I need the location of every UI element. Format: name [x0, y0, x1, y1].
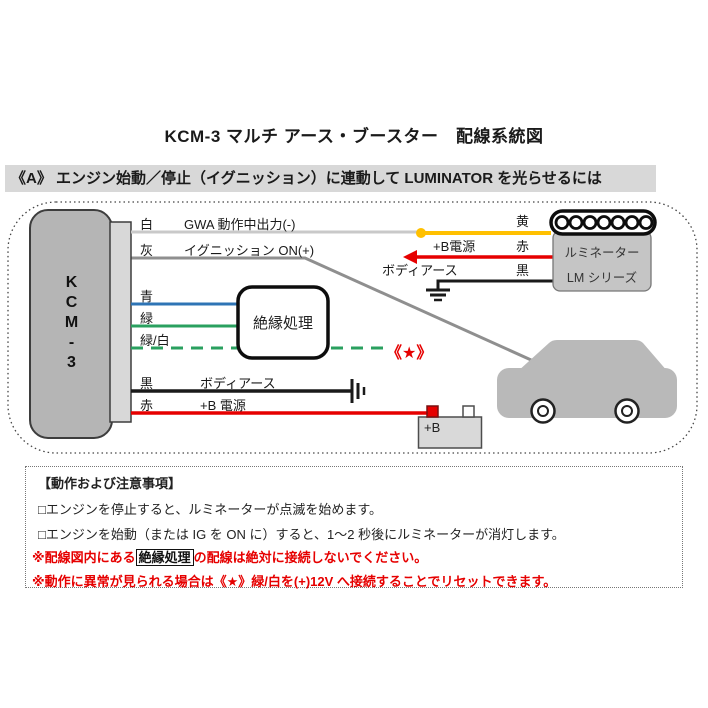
ground-symbol-right [426, 288, 450, 302]
note-item-2: □エンジンを始動（または IG を ON に）すると、1～2 秒後にルミネーター… [38, 527, 565, 542]
notes-heading: 【動作および注意事項】 [38, 476, 182, 491]
kcm3-connector [109, 221, 132, 423]
luminator-series: LM シリーズ [566, 271, 638, 285]
wire-gray-ignition [131, 256, 541, 366]
insulation-box-label: 絶縁処理 [252, 315, 313, 332]
warning-1-boxed-term: 絶縁処理 [135, 549, 194, 566]
warning-1-suffix: の配線は絶対に接続しないでください。 [193, 550, 428, 565]
wire-lum-black [436, 279, 553, 289]
car-illustration [497, 340, 677, 424]
wire-label-lum-red: 赤 [516, 239, 530, 254]
yellow-splice-dot [416, 228, 426, 238]
wire-label-white: 白 [140, 217, 154, 232]
wire-desc-black: ボディアース [200, 376, 276, 391]
wire-label-gray: 灰 [140, 243, 154, 258]
wire-desc-white: GWA 動作中出力(-) [184, 217, 296, 232]
notes-panel: 【動作および注意事項】 □エンジンを停止すると、ルミネーターが点滅を始めます。 … [25, 466, 683, 589]
led-circles [554, 215, 654, 230]
wire-desc-lum-red: +B電源 [433, 239, 476, 254]
wire-label-red: 赤 [140, 398, 154, 413]
wire-label-black: 黒 [140, 376, 154, 391]
wire-label-green-white: 緑/白 [140, 333, 170, 348]
red-arrowhead [403, 250, 417, 264]
battery-label: +B [424, 420, 441, 435]
warning-2: ※動作に異常が見られる場合は《★》緑/白を(+)12V へ接続することでリセット… [32, 574, 557, 589]
battery-terminal-positive [426, 405, 439, 418]
kcm3-unit-label: KCM-3 [63, 274, 80, 374]
note-item-1: □エンジンを停止すると、ルミネーターが点滅を始めます。 [38, 502, 383, 517]
battery [417, 405, 483, 449]
wire-label-lum-yellow: 黄 [516, 214, 530, 229]
warning-1: ※配線図内にある絶縁処理の配線は絶対に接続しないでください。 [32, 547, 427, 566]
wire-label-lum-black: 黒 [516, 263, 530, 278]
wire-desc-gray: イグニッション ON(+) [184, 243, 315, 258]
section-header: 《A》 エンジン始動／停止（イグニッション）に連動して LUMINATOR を光… [5, 165, 656, 192]
star-mark: 《★》 [386, 345, 433, 362]
wire-label-blue: 青 [140, 289, 154, 304]
wire-desc-red: +B 電源 [200, 398, 246, 413]
battery-terminal-negative [462, 405, 475, 418]
warning-1-prefix: ※配線図内にある [32, 550, 136, 565]
luminator-name: ルミネーター [564, 246, 640, 260]
page-title: KCM-3 マルチ アース・ブースター 配線系統図 [164, 127, 544, 146]
ground-symbol-left [350, 379, 366, 403]
wire-desc-lum-black: ボディアース [382, 263, 458, 278]
wire-label-green: 緑 [140, 311, 154, 326]
insulation-box-shape [236, 285, 330, 360]
